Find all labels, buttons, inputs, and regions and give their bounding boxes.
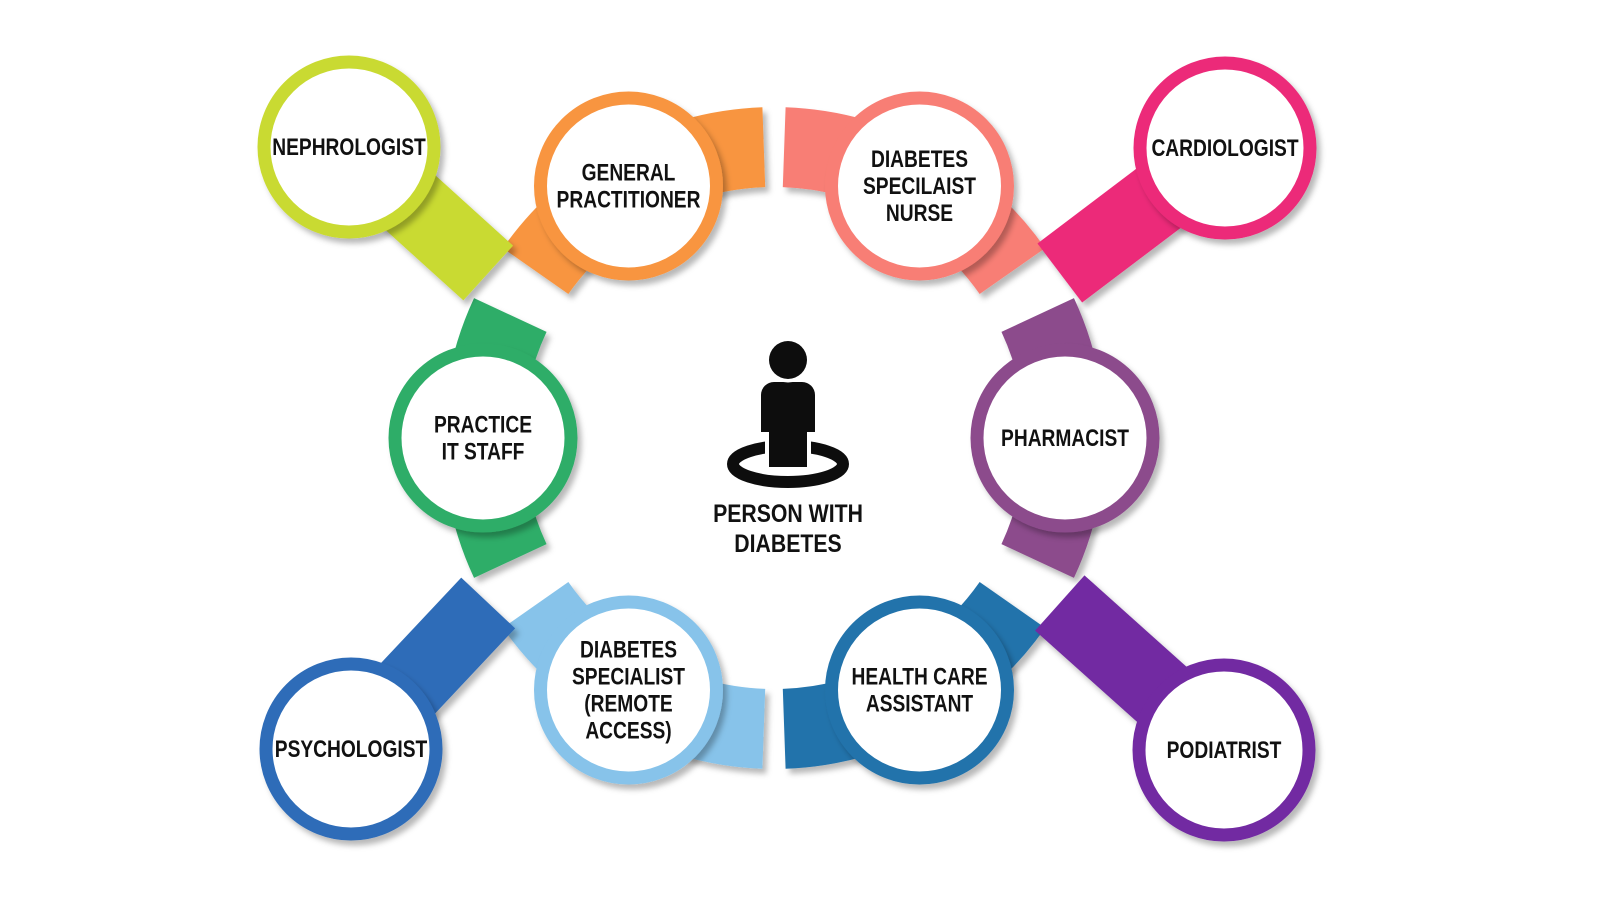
node-circle-pharmacist [970,343,1160,533]
node-practice-it-staff [388,343,578,533]
node-circle-psychologist [259,657,443,841]
label-nephrologist: NEPHROLOGIST [272,133,426,161]
node-psychologist [259,657,443,841]
node-circle-practice-it-staff [388,343,578,533]
node-circle-diabetes-specialist-remote-access [534,595,723,785]
node-diabetes-specialist-nurse [825,91,1014,281]
node-health-care-assistant [825,595,1014,785]
label-podiatrist: PODIATRIST [1167,736,1282,764]
person-standing-in-ring-icon [727,337,849,488]
node-circle-health-care-assistant [825,595,1014,785]
label-cardiologist: CARDIOLOGIST [1151,134,1299,162]
node-diabetes-specialist-remote-access [534,595,723,785]
node-general-practitioner [534,91,723,281]
node-circle-diabetes-specialist-nurse [825,91,1014,281]
person-body [761,382,815,467]
node-pharmacist [970,343,1160,533]
person-head [769,341,807,379]
node-podiatrist [1132,658,1316,842]
node-nephrologist [257,55,441,239]
node-circle-cardiologist [1133,56,1317,240]
node-circle-podiatrist [1132,658,1316,842]
node-circle-general-practitioner [534,91,723,281]
node-cardiologist [1133,56,1317,240]
node-circle-nephrologist [257,55,441,239]
label-psychologist: PSYCHOLOGIST [275,735,428,763]
label-pharmacist: PHARMACIST [1001,424,1130,452]
